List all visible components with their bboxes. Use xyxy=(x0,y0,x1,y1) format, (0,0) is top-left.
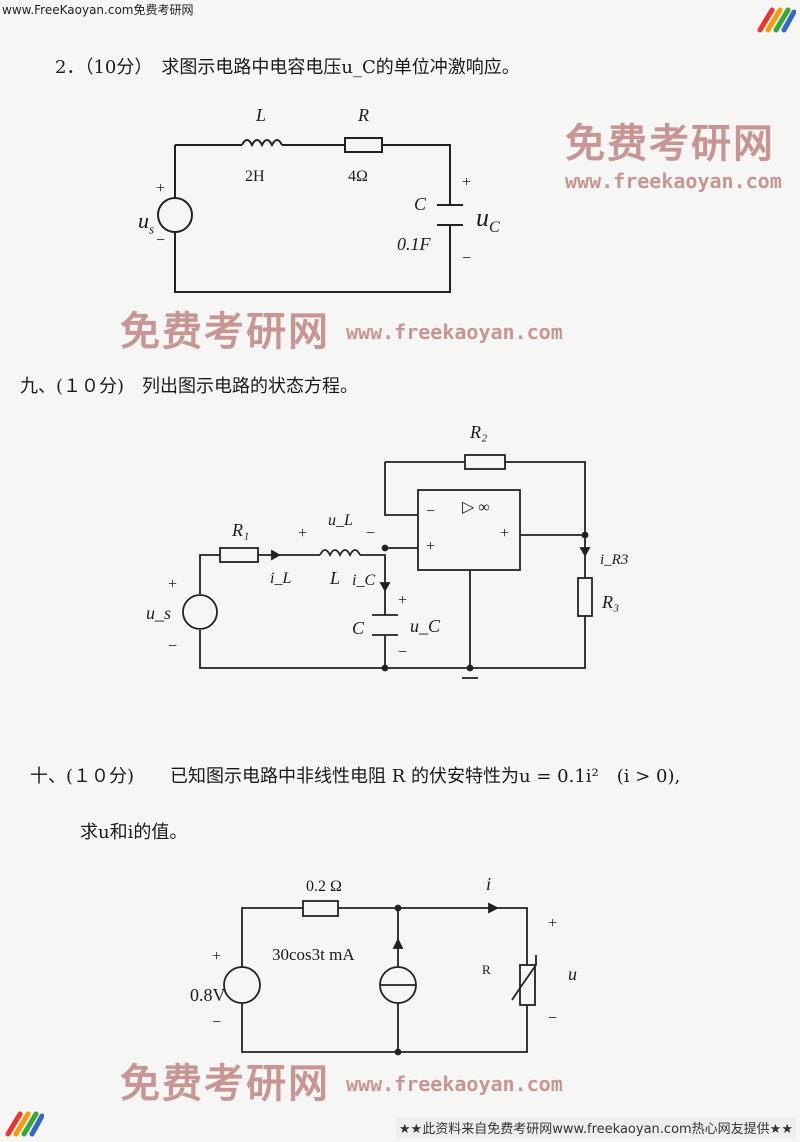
ul-plus: + xyxy=(298,525,308,542)
question-2-title: 2．（10分） 求图示电路中电容电压u_C的单位冲激响应。 xyxy=(55,57,520,78)
u-label: u xyxy=(568,964,577,984)
cap-label: C xyxy=(414,194,427,214)
current-source-value: 30cos3t mA xyxy=(272,945,355,964)
r3-label: R₃ xyxy=(602,592,620,612)
vs-minus: − xyxy=(212,1014,222,1031)
site-header: www.FreeKaoyan.com免费考研网 xyxy=(2,3,194,17)
opamp-out-plus: + xyxy=(500,525,510,542)
opamp-plus: + xyxy=(426,538,436,555)
ul-minus: − xyxy=(366,525,376,542)
footer-credit: ★★此资料来自免费考研网www.freekaoyan.com热心网友提供★★ xyxy=(395,1117,796,1138)
cap-voltage-label: uC xyxy=(476,203,500,237)
ul-label: u_L xyxy=(328,512,353,529)
cap-value: 0.1F xyxy=(397,234,431,254)
u-plus: + xyxy=(548,915,558,932)
vs-plus: + xyxy=(212,948,222,965)
nonlinear-resistor-label: R xyxy=(482,962,491,977)
il-label: i_L xyxy=(270,570,292,587)
r2-label: R₂ xyxy=(470,422,488,442)
cap-plus: + xyxy=(462,174,472,191)
question-9-title: 九、(１０分) 列出图示电路的状态方程。 xyxy=(20,376,359,397)
resistor-label: R xyxy=(358,105,369,125)
uc-plus: + xyxy=(398,592,408,609)
question-10-subtitle: 求u和i的值。 xyxy=(80,822,188,843)
ir3-label: i_R3 xyxy=(600,552,629,568)
current-label: i xyxy=(486,874,492,894)
source-label: us xyxy=(138,208,155,237)
uc-label: u_C xyxy=(410,616,441,636)
cap-label: C xyxy=(352,618,365,638)
source-plus: + xyxy=(156,180,166,197)
us-plus: + xyxy=(168,576,178,593)
opamp-minus: − xyxy=(426,503,436,520)
r1-label: R₁ xyxy=(232,520,250,540)
inductor-label: L xyxy=(330,568,341,588)
vs-value: 0.8V xyxy=(190,985,226,1005)
logo-icon xyxy=(757,7,796,33)
source-minus: − xyxy=(156,232,166,249)
resistor-value: 4Ω xyxy=(348,168,368,185)
opamp-symbol: ▷ ∞ xyxy=(462,499,490,516)
cap-minus: − xyxy=(462,250,472,267)
inductor-label: L xyxy=(256,105,267,125)
ic-label: i_C xyxy=(352,572,376,589)
u-minus: − xyxy=(548,1010,558,1027)
question-10-title: 十、(１０分) 已知图示电路中非线性电阻 R 的伏安特性为u = 0.1i² (… xyxy=(30,766,681,787)
uc-minus: − xyxy=(398,644,408,661)
logo-icon xyxy=(5,1111,44,1137)
resistor-value: 0.2 Ω xyxy=(306,878,342,895)
us-minus: − xyxy=(168,638,178,655)
inductor-value: 2H xyxy=(245,168,265,185)
us-label: u_s xyxy=(146,603,172,623)
